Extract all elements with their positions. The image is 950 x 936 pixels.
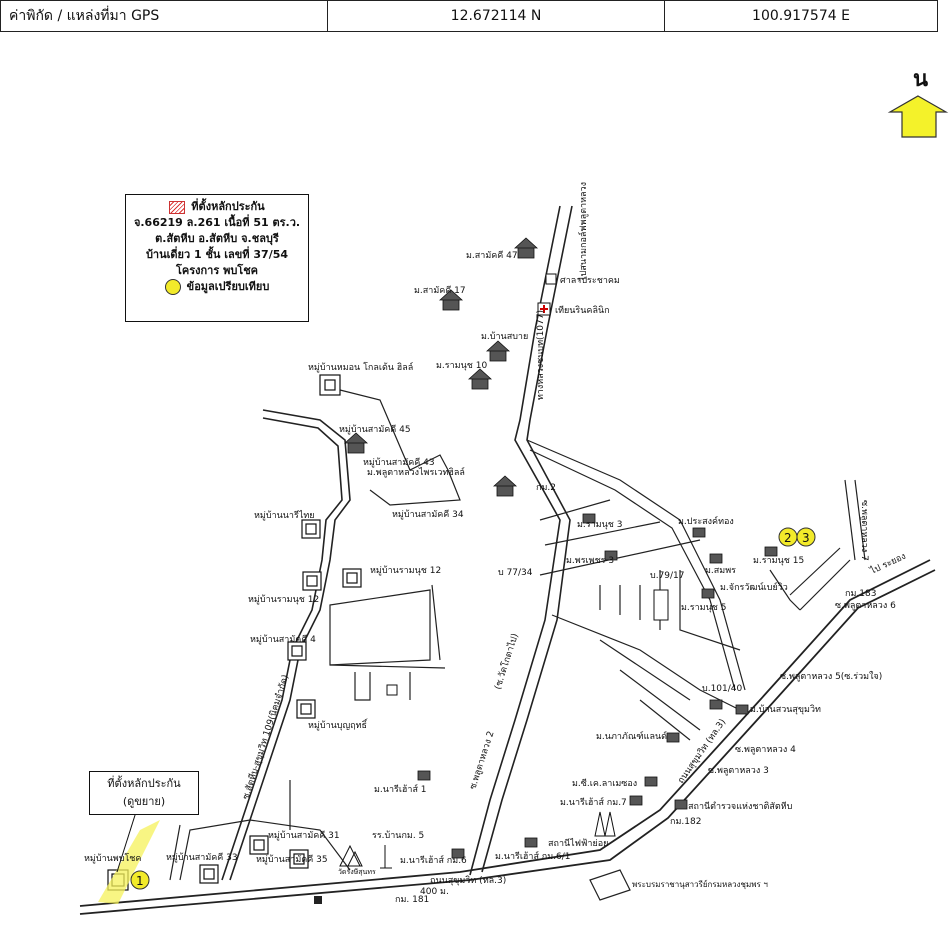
label-to-rayong: ไป ระยอง xyxy=(868,551,908,577)
label-km181: กม. 181 xyxy=(395,895,429,905)
label-sam-makkhi-43: หมู่บ้านสามัคคี 43 xyxy=(363,457,435,468)
pavilion-icon xyxy=(545,273,557,285)
label-sam-makkhi-33: หมู่บ้านสามัคคี 33 xyxy=(166,852,238,863)
label-nabhaphat-land: ม.นภาภัณฑ์แลนด์ xyxy=(596,730,667,742)
gps-longitude: 100.917574 E xyxy=(664,0,938,32)
label-phlu-ta-luang-3: ซ.พลูตาหลวง 3 xyxy=(708,766,769,776)
label-suan-sukhumvit: ม.บ้านสวนสุขุมวิท xyxy=(750,704,821,715)
label-km183: กม.183 xyxy=(845,589,876,599)
label-sukhumvit-main: ถนนสุขุมวิท (ทล.3) xyxy=(430,875,506,886)
label-sam-makkhi-17: ม.สามัคคี 17 xyxy=(414,285,466,296)
marker-3: 3 xyxy=(796,527,816,547)
label-b101-40: บ.101/40 xyxy=(702,684,743,694)
legend-line2: ต.สัตหีบ อ.สัตหีบ จ.ชลบุรี xyxy=(155,232,279,245)
label-ban-sabai: ม.บ้านสบาย xyxy=(481,331,528,342)
rural-road-1077 xyxy=(469,205,561,876)
house-icons xyxy=(343,237,778,859)
label-ram-nuch-3: ม.รามนุช 3 xyxy=(577,520,622,530)
label-distance-400: 400 ม. xyxy=(420,887,449,897)
label-phet-3: ม.พรเพชร 3 xyxy=(566,556,614,566)
label-sam-makkhi-34: หมู่บ้านสามัคคี 34 xyxy=(392,509,464,520)
label-sam-makkhi-47: ม.สามัคคี 47 xyxy=(466,250,518,261)
label-phlu-ta-luang-7: ซ.พลูตาหลวง 7 xyxy=(859,500,869,561)
label-phlu-ta-luang-6: ซ.พลูตาหลวง 6 xyxy=(835,601,896,611)
label-prasong-thong: ม.ประสงค์ทอง xyxy=(678,515,734,527)
small-building-icon xyxy=(386,684,398,696)
label-phlu-ta-luang-4: ซ.พลูตาหลวง 4 xyxy=(735,745,796,755)
hatch-icon xyxy=(169,200,186,214)
label-ram-nuch-5: ม.รามนุช 5 xyxy=(681,603,726,613)
label-mon-golden-hill: หมู่บ้านหมอน โกลเด้น ฮิลล์ xyxy=(308,361,413,373)
label-substation: สถานีไฟฟ้าย่อย xyxy=(548,838,608,849)
svg-text:3: 3 xyxy=(802,531,810,545)
building-icon xyxy=(653,589,669,621)
subject-callout: ที่ตั้งหลักประกัน (ดูขยาย) xyxy=(89,771,199,815)
label-ram-nuch-12-right: หมู่บ้านรามนุช 12 xyxy=(370,565,441,576)
label-nari-thai: หมู่บ้านนารีไทย xyxy=(254,510,315,521)
svg-text:1: 1 xyxy=(136,874,144,888)
label-sala-prachakhom: ศาลาประชาคม xyxy=(560,276,620,286)
gps-latitude: 12.672114 N xyxy=(327,0,665,32)
subject-highlight xyxy=(98,820,160,904)
label-b77-34: บ 77/34 xyxy=(498,568,533,578)
north-arrow-icon xyxy=(887,95,949,138)
label-wat-road: (ซ.วัดโกตาไป) xyxy=(492,632,520,691)
label-sattahip-soi: ซ.สัตหีบ-สุขุมวิท 109(นิคมจำกัด) xyxy=(240,673,291,801)
label-nari-sao-6-1: ม.นารีเฮ้าส์ กม.6/1 xyxy=(495,850,571,862)
callout-title: ที่ตั้งหลักประกัน xyxy=(107,777,181,790)
label-km182: กม.182 xyxy=(670,817,701,827)
label-ram-nuch-15: ม.รามนุช 15 xyxy=(753,556,804,566)
label-bunyarit: หมู่บ้านบุญฤทธิ์ xyxy=(308,718,369,731)
label-phlu-ta-luang-5: ซ.พลูตาหลวง 5(ซ.ร่วมใจ) xyxy=(780,671,882,682)
label-chakrawan-bay: ม.จักรวัฒน์เบย์วิว xyxy=(720,581,788,593)
label-ram-nuch-12-left: หมู่บ้านรามนุช 12 xyxy=(248,594,319,605)
label-sk-home: ม.ซี.เค.ลาเมซอง xyxy=(572,778,637,789)
map-legend: ที่ตั้งหลักประกัน จ.66219 ล.261 เนื้อที่… xyxy=(125,194,309,322)
label-road-1077: ทางหลวงชนบท(1077) xyxy=(536,310,546,400)
label-sam-makkhi-31: หมู่บ้านสามัคคี 31 xyxy=(268,830,340,841)
label-nari-sao-6: ม.นารีเฮ้าส์ กม.6 xyxy=(400,854,467,866)
label-clinic: เทียนรินคลินิก xyxy=(555,305,610,316)
label-monument: พระบรมราชานุสาวรีย์กรมหลวงชุมพร ฯ xyxy=(632,879,768,889)
callout-subtitle: (ดูขยาย) xyxy=(122,795,166,808)
temple-icon xyxy=(339,811,616,869)
label-nari-sao-7: ม.นารีเฮ้าส์ กม.7 xyxy=(560,796,627,808)
sukhumvit-road xyxy=(79,559,931,907)
marker-2: 2 xyxy=(778,527,798,547)
label-school-km5: รร.บ้านกม. 5 xyxy=(372,830,424,841)
label-sam-makkhi-4: หมู่บ้านสามัคคี 4 xyxy=(250,634,316,645)
label-police-station: สถานีตำรวจแห่งชาติสัตหีบ xyxy=(688,801,793,812)
svg-text:2: 2 xyxy=(784,531,792,545)
label-km2: กม.2 xyxy=(536,483,556,493)
gps-coordinate-table: ค่าพิกัด / แหล่งที่มา GPS 12.672114 N 10… xyxy=(0,0,938,32)
label-somporn: ม.สมพร xyxy=(705,566,736,576)
gps-label: ค่าพิกัด / แหล่งที่มา GPS xyxy=(0,0,328,32)
callout-pointer xyxy=(116,811,137,873)
legend-line3: บ้านเดี่ยว 1 ชั้น เลขที่ 37/54 xyxy=(145,248,289,261)
label-road-golf: ไปสนามกอล์ฟพลูตาหลวง xyxy=(577,182,589,282)
km-post-icon xyxy=(314,896,322,904)
label-b79-17: บ.79/17 xyxy=(650,571,685,581)
north-letter: น xyxy=(913,67,928,92)
label-sam-makkhi-45: หมู่บ้านสามัคคี 45 xyxy=(339,424,411,435)
legend-comparable: ข้อมูลเปรียบเทียบ xyxy=(186,280,270,293)
legend-line4: โครงการ พบโชค xyxy=(175,264,259,277)
village-squares xyxy=(107,374,362,891)
label-phlu-ta-luang-2: ซ.พลูตาหลวง 2 xyxy=(468,730,496,791)
marker-1: 1 xyxy=(130,870,150,890)
label-sam-makkhi-35: หมู่บ้านสามัคคี 35 xyxy=(256,854,328,865)
clinic-icon xyxy=(537,302,551,316)
label-ram-nuch-10: ม.รามนุช 10 xyxy=(436,361,487,371)
comparable-dot-icon xyxy=(164,279,181,295)
label-wat-name: วัดรังษีสุนทร xyxy=(338,868,376,876)
label-nari-sao-1: ม.นารีเฮ้าส์ 1 xyxy=(374,783,427,795)
legend-subject-title: ที่ตั้งหลักประกัน xyxy=(191,200,265,213)
label-phobchok: หมู่บ้านพบโชค xyxy=(84,853,141,864)
label-phlu-ta-luang-private-hill: ม.พลูตาหลวงไพรเวทฮิลล์ xyxy=(367,466,465,478)
legend-line1: จ.66219 ล.261 เนื้อที่ 51 ตร.ว. xyxy=(133,216,301,229)
